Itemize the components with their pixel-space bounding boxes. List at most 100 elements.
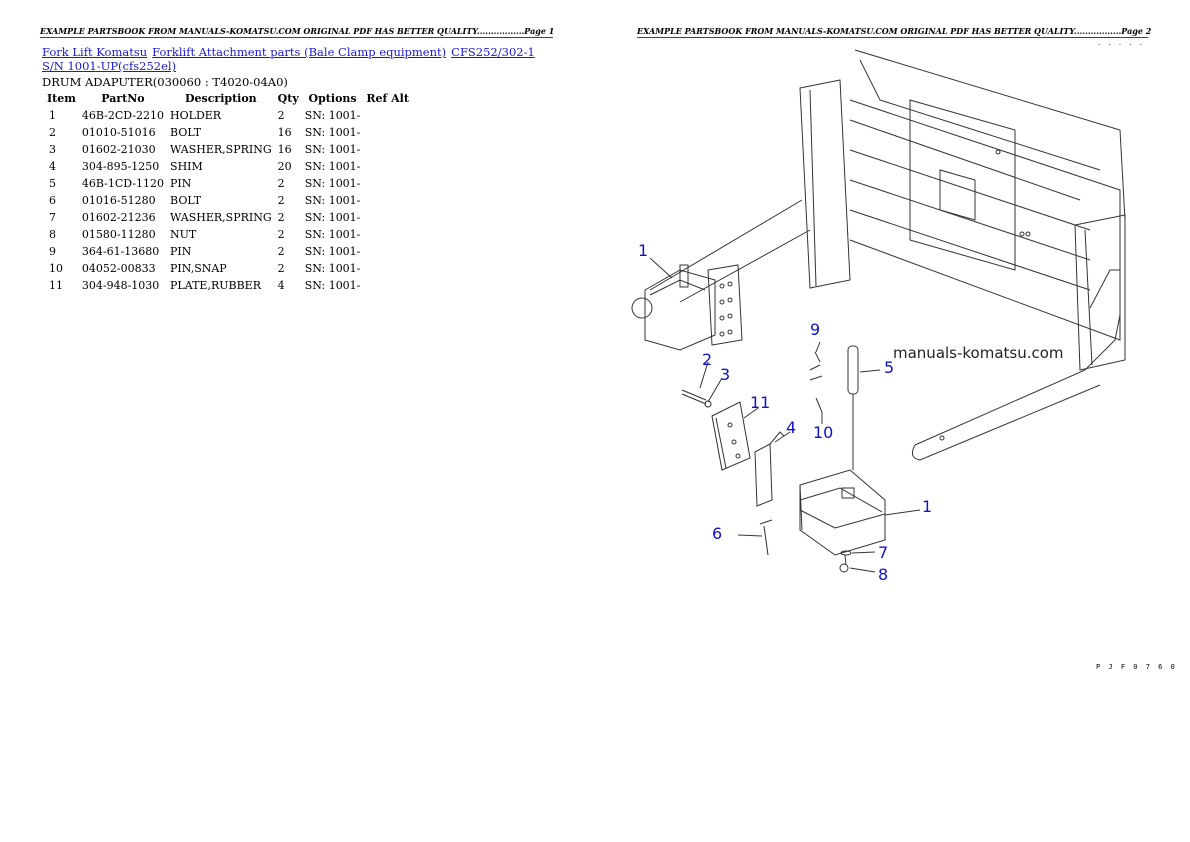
cell-qty: 2: [277, 262, 285, 275]
shim-drawing: [754, 431, 785, 507]
clamp-frame-drawing: [649, 49, 1126, 461]
cell-ref-alt: [363, 192, 412, 209]
cell-options: SN: 1001-: [304, 143, 361, 156]
holder-assembled-drawing: [631, 264, 743, 351]
breadcrumb-link-attachment-parts[interactable]: Forklift Attachment parts (Bale Clamp eq…: [152, 45, 447, 59]
callout-11: 11: [750, 393, 770, 412]
table-row: 11 304-948-1030 PLATE,RUBBER 4 SN: 1001-: [44, 277, 412, 294]
cell-item: 9: [49, 245, 56, 258]
cell-description: PIN: [170, 177, 192, 190]
parts-table: Item PartNo Description Qty Options Ref …: [44, 90, 412, 294]
cell-ref-alt: [363, 107, 412, 124]
drawing-code: P J F 0 7 6 0: [1096, 663, 1177, 671]
cell-options: SN: 1001-: [304, 194, 361, 207]
bolt-washer-drawing: [681, 389, 712, 408]
callout-10: 10: [813, 423, 833, 442]
cell-description: WASHER,SPRING: [170, 211, 272, 224]
rubber-plate-drawing: [711, 401, 751, 471]
cell-qty: 16: [277, 126, 292, 139]
cell-ref-alt: [363, 209, 412, 226]
cell-qty: 2: [277, 211, 285, 224]
callout-5: 5: [884, 358, 894, 377]
cell-partno: 304-895-1250: [81, 160, 160, 173]
cell-description: PIN: [170, 245, 192, 258]
cell-item: 3: [49, 143, 56, 156]
cell-qty: 2: [277, 194, 285, 207]
callout-6: 6: [712, 524, 722, 543]
cell-ref-alt: [363, 277, 412, 294]
cell-partno: 46B-1CD-1120: [81, 177, 165, 190]
cell-description: PIN,SNAP: [170, 262, 227, 275]
cell-item: 10: [49, 262, 63, 275]
callout-8: 8: [878, 565, 888, 584]
cell-description: NUT: [170, 228, 197, 241]
breadcrumb-link-model[interactable]: CFS252/302-1 S/N 1001-UP(cfs252el): [42, 45, 535, 73]
corner-dots: · · · · ·: [1098, 41, 1146, 49]
cell-ref-alt: [363, 226, 412, 243]
cell-qty: 20: [277, 160, 292, 173]
callouts: 1 2 3 11 4 9 5 10 6 1 7 8: [638, 241, 932, 584]
callout-2: 2: [702, 350, 712, 369]
cell-partno: 01580-11280: [81, 228, 156, 241]
col-header-item: Item: [47, 92, 76, 105]
col-header-options: Options: [308, 92, 357, 105]
table-row: 5 46B-1CD-1120 PIN 2 SN: 1001-: [44, 175, 412, 192]
cell-options: SN: 1001-: [304, 262, 361, 275]
callout-4: 4: [786, 418, 796, 437]
cell-options: SN: 1001-: [304, 279, 361, 292]
table-row: 7 01602-21236 WASHER,SPRING 2 SN: 1001-: [44, 209, 412, 226]
cell-item: 11: [49, 279, 63, 292]
cell-partno: 01602-21030: [81, 143, 156, 156]
washer-nut-drawing: [839, 550, 852, 573]
cell-options: SN: 1001-: [304, 177, 361, 190]
cell-item: 8: [49, 228, 56, 241]
callout-7: 7: [878, 543, 888, 562]
callout-9: 9: [810, 320, 820, 339]
col-header-description: Description: [184, 92, 257, 105]
cell-partno: 304-948-1030: [81, 279, 160, 292]
section-title: DRUM ADAPUTER(030060 : T4020-04A0): [42, 75, 288, 89]
cell-ref-alt: [363, 243, 412, 260]
cell-partno: 46B-2CD-2210: [81, 109, 165, 122]
cell-options: SN: 1001-: [304, 211, 361, 224]
watermark-text: manuals-komatsu.com: [893, 344, 1064, 362]
table-row: 2 01010-51016 BOLT 16 SN: 1001-: [44, 124, 412, 141]
callout-3: 3: [720, 365, 730, 384]
cell-options: SN: 1001-: [304, 126, 361, 139]
cell-item: 6: [49, 194, 56, 207]
cell-qty: 2: [277, 177, 285, 190]
cell-item: 7: [49, 211, 56, 224]
cell-description: HOLDER: [170, 109, 222, 122]
pin-drawing: [809, 345, 859, 470]
cell-options: SN: 1001-: [304, 228, 361, 241]
cell-item: 5: [49, 177, 56, 190]
cell-qty: 4: [277, 279, 285, 292]
cell-qty: 16: [277, 143, 292, 156]
cell-description: PLATE,RUBBER: [170, 279, 261, 292]
callout-1-upper: 1: [638, 241, 648, 260]
cell-item: 1: [49, 109, 56, 122]
cell-description: SHIM: [170, 160, 203, 173]
cell-ref-alt: [363, 158, 412, 175]
cell-options: SN: 1001-: [304, 109, 361, 122]
exploded-parts-diagram: 1 2 3 11 4 9 5 10 6 1 7 8: [631, 49, 1126, 584]
col-header-ref-alt: Ref Alt: [366, 92, 409, 105]
table-header-row: Item PartNo Description Qty Options Ref …: [44, 90, 412, 107]
cell-item: 4: [49, 160, 56, 173]
breadcrumb: Fork Lift Komatsu Forklift Attachment par…: [42, 45, 542, 73]
cell-partno: 364-61-13680: [81, 245, 160, 258]
cell-description: BOLT: [170, 194, 202, 207]
col-header-qty: Qty: [277, 92, 299, 105]
cell-partno: 01010-51016: [81, 126, 156, 139]
cell-item: 2: [49, 126, 56, 139]
leader-lines: [649, 257, 921, 573]
cell-description: BOLT: [170, 126, 202, 139]
cell-partno: 01016-51280: [81, 194, 156, 207]
cell-partno: 01602-21236: [81, 211, 156, 224]
cell-options: SN: 1001-: [304, 160, 361, 173]
breadcrumb-link-forklift-komatsu[interactable]: Fork Lift Komatsu: [42, 45, 148, 59]
